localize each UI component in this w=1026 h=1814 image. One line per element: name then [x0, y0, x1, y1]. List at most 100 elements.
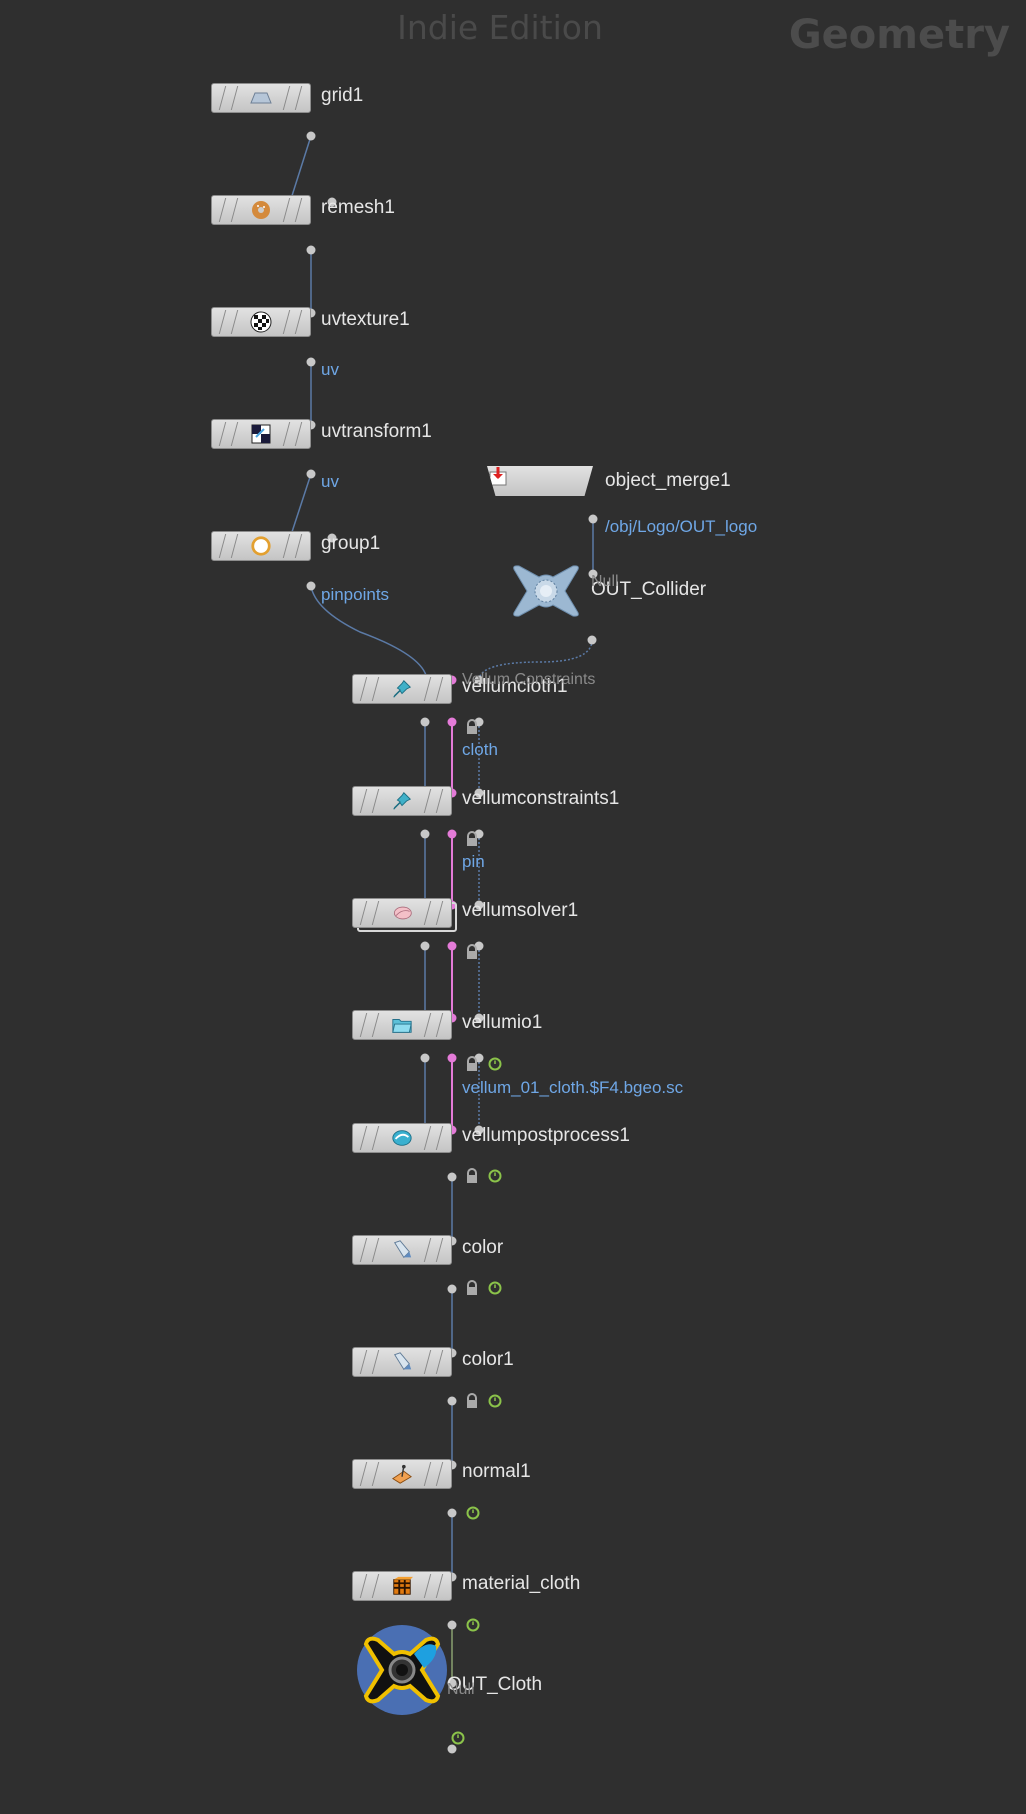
node-stripe — [435, 1126, 444, 1150]
node-name-label[interactable]: vellumsolver1 — [462, 900, 579, 921]
node-stripe — [435, 1238, 444, 1262]
wire — [478, 639, 593, 681]
node-body[interactable] — [352, 898, 452, 928]
connector-dot[interactable] — [447, 1053, 457, 1063]
connector-dot[interactable] — [447, 829, 457, 839]
node-body[interactable] — [211, 83, 311, 113]
node-body[interactable] — [211, 419, 311, 449]
connector-dot[interactable] — [588, 569, 598, 579]
connector-dot[interactable] — [420, 829, 430, 839]
connector-dot[interactable] — [447, 1744, 457, 1754]
node-name-label[interactable]: uvtexture1 — [321, 309, 410, 330]
node-sub-label: vellum_01_cloth.$F4.bgeo.sc — [462, 1078, 684, 1097]
node-name-label[interactable]: grid1 — [321, 85, 364, 106]
connector-dot[interactable] — [447, 1620, 457, 1630]
connector-dot[interactable] — [447, 1172, 457, 1182]
connector-dot[interactable] — [327, 533, 337, 543]
lock-icon[interactable] — [465, 831, 481, 847]
node-stripe — [371, 1462, 380, 1486]
uv-transform-icon — [250, 423, 272, 445]
cache-flag-icon[interactable] — [450, 1730, 466, 1746]
node-body[interactable] — [352, 786, 452, 816]
node-body[interactable] — [211, 307, 311, 337]
node-name-label[interactable]: material_cloth — [462, 1573, 581, 1594]
lock-icon[interactable] — [465, 944, 481, 960]
material-icon — [391, 1575, 413, 1597]
cache-flag-icon[interactable] — [487, 1393, 503, 1409]
connector-dot[interactable] — [420, 941, 430, 951]
node-name-label[interactable]: vellumio1 — [462, 1012, 543, 1033]
node-body[interactable] — [352, 1010, 452, 1040]
node-stripe — [371, 1013, 380, 1037]
cache-flag-icon[interactable] — [487, 1056, 503, 1072]
connector-dot[interactable] — [447, 941, 457, 951]
connector-dot[interactable] — [447, 1396, 457, 1406]
node-body[interactable] — [352, 674, 452, 704]
node-name-label[interactable]: color1 — [462, 1349, 514, 1370]
lock-icon[interactable] — [465, 1056, 481, 1072]
node-stripe — [230, 534, 239, 558]
lock-icon[interactable] — [465, 1393, 481, 1409]
connector-dot[interactable] — [420, 1053, 430, 1063]
cache-flag-icon[interactable] — [487, 1280, 503, 1296]
lock-icon[interactable] — [465, 1168, 481, 1184]
connector-dot[interactable] — [587, 635, 597, 645]
node-stripe — [423, 1462, 432, 1486]
node-stripe — [423, 1013, 432, 1037]
wire — [289, 473, 312, 539]
connector-dot[interactable] — [447, 1508, 457, 1518]
connector-dot[interactable] — [474, 675, 484, 685]
node-body[interactable] — [487, 466, 593, 496]
connector-dot[interactable] — [474, 1013, 484, 1023]
node-name-label[interactable]: normal1 — [462, 1461, 531, 1482]
connector-dot[interactable] — [474, 1125, 484, 1135]
node-stripe — [359, 1126, 368, 1150]
connector-dot[interactable] — [474, 788, 484, 798]
node-name-label[interactable]: group1 — [321, 533, 381, 554]
node-body[interactable] — [352, 1235, 452, 1265]
node-body[interactable] — [211, 531, 311, 561]
node-stripe — [218, 422, 227, 446]
lock-icon[interactable] — [465, 719, 481, 735]
network-context-label: Geometry — [788, 12, 1010, 58]
node-body[interactable] — [352, 1347, 452, 1377]
node-name-label[interactable]: vellumpostprocess1 — [462, 1125, 630, 1146]
node-body[interactable] — [352, 1459, 452, 1489]
node-sub-label: pin — [462, 852, 485, 871]
node-name-label[interactable]: vellumcloth1 — [462, 676, 568, 697]
connector-dot[interactable] — [420, 717, 430, 727]
connector-dot[interactable] — [447, 717, 457, 727]
node-body[interactable] — [352, 1571, 452, 1601]
node-stripe — [230, 198, 239, 222]
node-name-label[interactable]: vellumconstraints1 — [462, 788, 620, 809]
connector-dot[interactable] — [447, 1284, 457, 1294]
node-body[interactable] — [211, 195, 311, 225]
connector-dot[interactable] — [474, 900, 484, 910]
connector-dot[interactable] — [327, 197, 337, 207]
connector-dot[interactable] — [306, 131, 316, 141]
node-name-label[interactable]: object_merge1 — [605, 470, 731, 491]
cache-flag-icon[interactable] — [487, 1168, 503, 1184]
connector-dot[interactable] — [447, 1678, 457, 1688]
cache-flag-icon[interactable] — [465, 1617, 481, 1633]
connector-dot[interactable] — [306, 357, 316, 367]
connector-dot[interactable] — [306, 469, 316, 479]
node-name-label[interactable]: remesh1 — [321, 197, 395, 218]
node-body[interactable] — [509, 563, 583, 623]
node-name-label[interactable]: color — [462, 1237, 504, 1258]
node-name-label[interactable]: OUT_Collider — [591, 579, 707, 600]
node-name-label[interactable]: OUT_Cloth — [447, 1674, 543, 1695]
node-body[interactable] — [356, 1624, 448, 1720]
node-sub-label: uv — [321, 472, 339, 491]
lock-icon[interactable] — [465, 1280, 481, 1296]
node-stripe — [294, 534, 303, 558]
node-stripe — [230, 422, 239, 446]
connector-dot[interactable] — [306, 245, 316, 255]
pin-icon — [391, 790, 413, 812]
node-name-label[interactable]: uvtransform1 — [321, 421, 432, 442]
node-stripe — [359, 901, 368, 925]
connector-dot[interactable] — [588, 514, 598, 524]
connector-dot[interactable] — [306, 581, 316, 591]
node-body[interactable] — [352, 1123, 452, 1153]
cache-flag-icon[interactable] — [465, 1505, 481, 1521]
